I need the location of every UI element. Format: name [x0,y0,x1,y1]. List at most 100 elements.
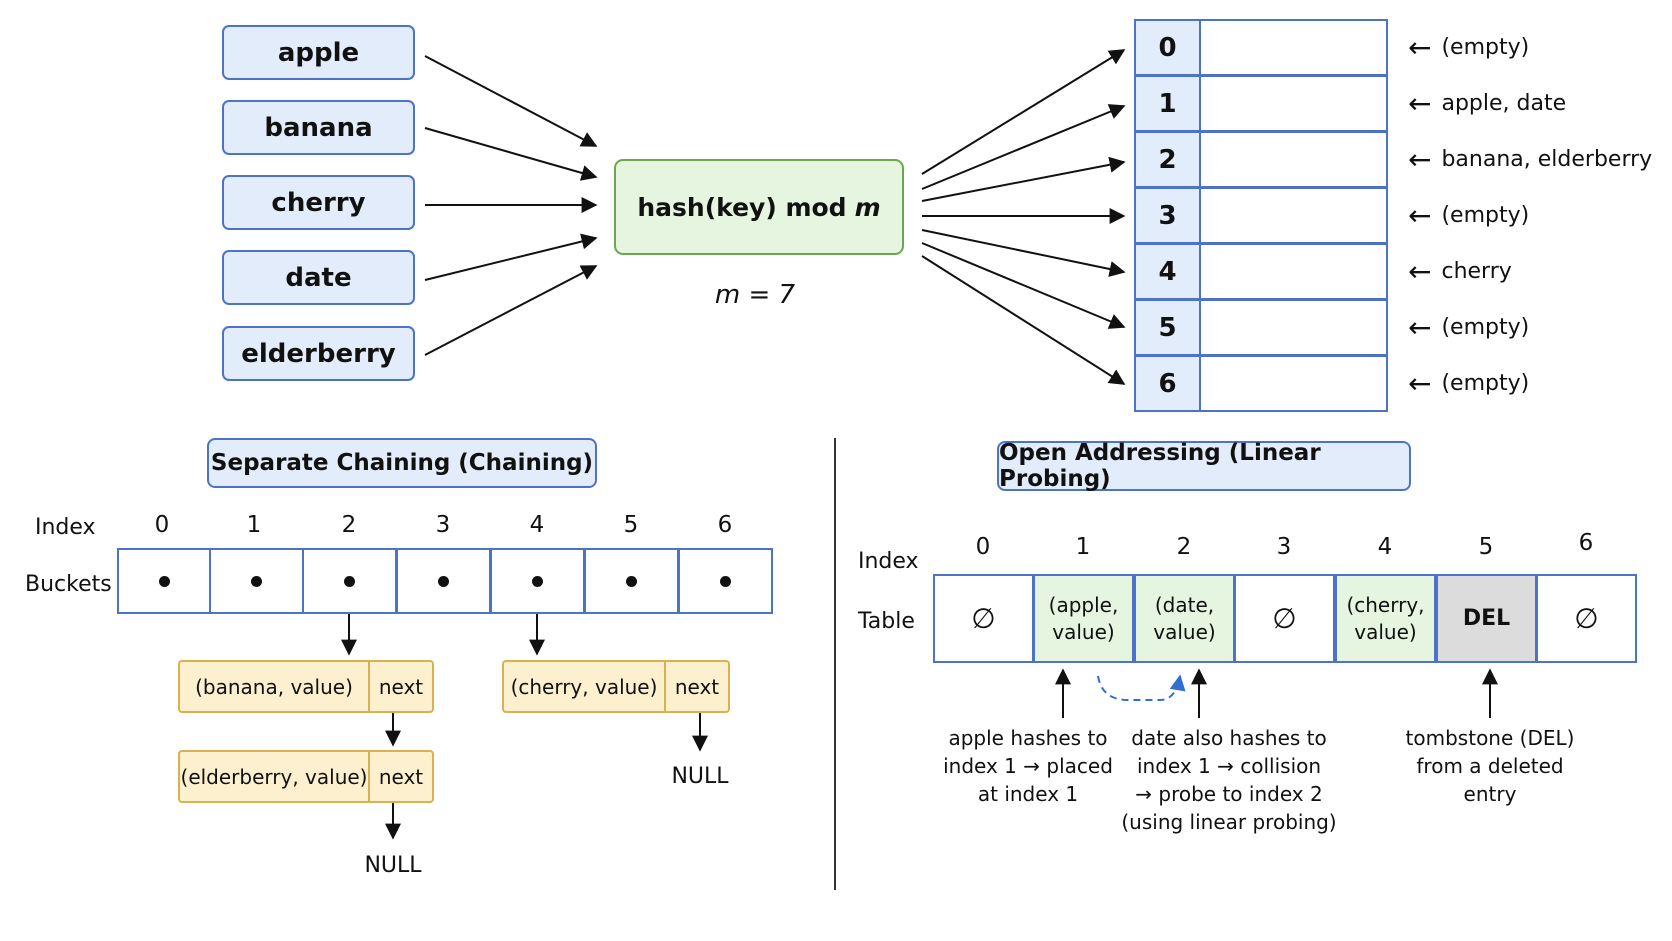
arrow-banana-to-hash [424,127,598,181]
oa-cell-text: (apple, [1048,592,1119,617]
arrow-hash-to-slot-4 [921,229,1126,277]
slot-note-2: ← banana, elderberry [1408,131,1652,188]
probe-arrow [1097,674,1186,701]
bucket-2 [302,548,397,614]
key-banana: banana [222,100,415,155]
caption-line: index 1 → placed [943,754,1113,778]
bucket-1 [209,548,304,614]
key-elderberry: elderberry [222,326,415,381]
oa-cell-6: ∅ [1536,574,1637,663]
arrow-hash-to-slot-6 [921,255,1126,385]
oa-cell-text: value) [1354,619,1417,644]
oa-cell-1: (apple,value) [1033,574,1134,663]
caption-line: date also hashes to [1131,726,1327,750]
left-arrow-icon: ← [1408,366,1432,400]
table-slot-3 [1199,187,1388,244]
table-slot-0 [1199,19,1388,76]
oa-cell-text: ∅ [1574,601,1599,635]
chain-node-cherry: (cherry, value) next [502,660,730,713]
table-index-5: 5 [1134,299,1201,356]
oa-cell-text: (date, [1154,592,1215,617]
arrow-apple-to-hash [424,55,598,147]
open-addressing-index-label: Index [858,549,919,574]
slot-note-5: ←(empty) [1408,299,1529,356]
chaining-buckets-label: Buckets [25,572,112,597]
slot-note-0: ← (empty) [1408,19,1529,76]
hash-function-var: m [854,192,881,222]
pointer-dot-icon [159,575,170,587]
table-slot-2 [1199,131,1388,188]
caption-line: apple hashes to [948,726,1108,750]
oa-cell-0: ∅ [933,574,1034,663]
table-slot-6 [1199,355,1388,412]
open-addressing-index-3: 3 [1276,534,1292,560]
chaining-index-0: 0 [154,512,170,538]
key-apple: apple [222,25,415,80]
caption-line: → probe to index 2 [1135,782,1323,806]
pointer-dot-icon [532,575,543,587]
open-addressing-index-2: 2 [1176,534,1192,560]
caption-apple: apple hashes to index 1 → placed at inde… [938,724,1118,808]
arrow-hash-to-slot-2 [921,156,1126,202]
table-index-3: 3 [1134,187,1201,244]
pointer-dot-icon [251,575,262,587]
bucket-3 [396,548,491,614]
key-date: date [222,250,415,305]
chain-node-text: (cherry, value) [510,674,658,699]
chaining-index-label: Index [35,515,96,540]
slot-note-text: cherry [1441,259,1512,284]
oa-cell-3: ∅ [1234,574,1335,663]
caption-line: from a deleted [1416,754,1564,778]
chain-null-label: NULL [364,853,422,878]
open-addressing-index-1: 1 [1075,534,1091,560]
key-cherry: cherry [222,175,415,230]
oa-cell-2: (date,value) [1134,574,1235,663]
left-arrow-icon: ← [1408,142,1432,176]
chain-node-text: (elderberry, value) [180,764,368,789]
slot-note-1: ←apple, date [1408,75,1566,132]
slot-note-6: ←(empty) [1408,355,1529,412]
open-addressing-index-5: 5 [1478,534,1494,560]
table-index-6: 6 [1134,355,1201,412]
oa-cell-5: DEL [1436,574,1537,663]
slot-note-text: banana, elderberry [1441,147,1653,172]
oa-cell-text: ∅ [1272,601,1297,635]
caption-line: entry [1463,782,1517,806]
open-addressing-title: Open Addressing (Linear Probing) [997,440,1411,492]
chaining-index-4: 4 [529,512,545,538]
bucket-5 [584,548,679,614]
caption-tombstone: tombstone (DEL) from a deleted entry [1400,724,1580,808]
hash-function-text: hash(key) mod [637,192,847,222]
caption-date: date also hashes to index 1 → collision … [1119,724,1339,836]
oa-cell-text: value) [1153,619,1216,644]
oa-cell-text: value) [1052,619,1115,644]
caption-line: (using linear probing) [1121,810,1337,834]
chain-node-elderberry: (elderberry, value) next [178,750,434,803]
pointer-dot-icon [720,575,731,587]
oa-cell-text: ∅ [971,601,996,635]
oa-cell-text: (cherry, [1346,592,1425,617]
chain-node-next: next [368,752,432,801]
slot-note-text: (empty) [1441,203,1530,228]
open-addressing-index-4: 4 [1377,534,1393,560]
table-index-2: 2 [1134,131,1201,188]
chaining-index-3: 3 [435,512,451,538]
slot-note-text: (empty) [1441,315,1530,340]
caption-line: tombstone (DEL) [1405,726,1575,750]
pointer-dot-icon [344,575,355,587]
table-index-0: 0 [1134,19,1201,76]
table-slot-1 [1199,75,1388,132]
chaining-index-6: 6 [717,512,733,538]
arrow-hash-to-slot-0 [921,49,1126,175]
slot-note-text: (empty) [1441,35,1530,60]
bucket-4 [490,548,585,614]
modulus-label: m = 7 [714,280,796,310]
chaining-index-5: 5 [623,512,639,538]
table-index-1: 1 [1134,75,1201,132]
pointer-dot-icon [438,575,449,587]
left-arrow-icon: ← [1408,30,1432,64]
arrow-elderberry-to-hash [424,265,598,356]
chaining-index-2: 2 [341,512,357,538]
left-arrow-icon: ← [1408,198,1432,232]
